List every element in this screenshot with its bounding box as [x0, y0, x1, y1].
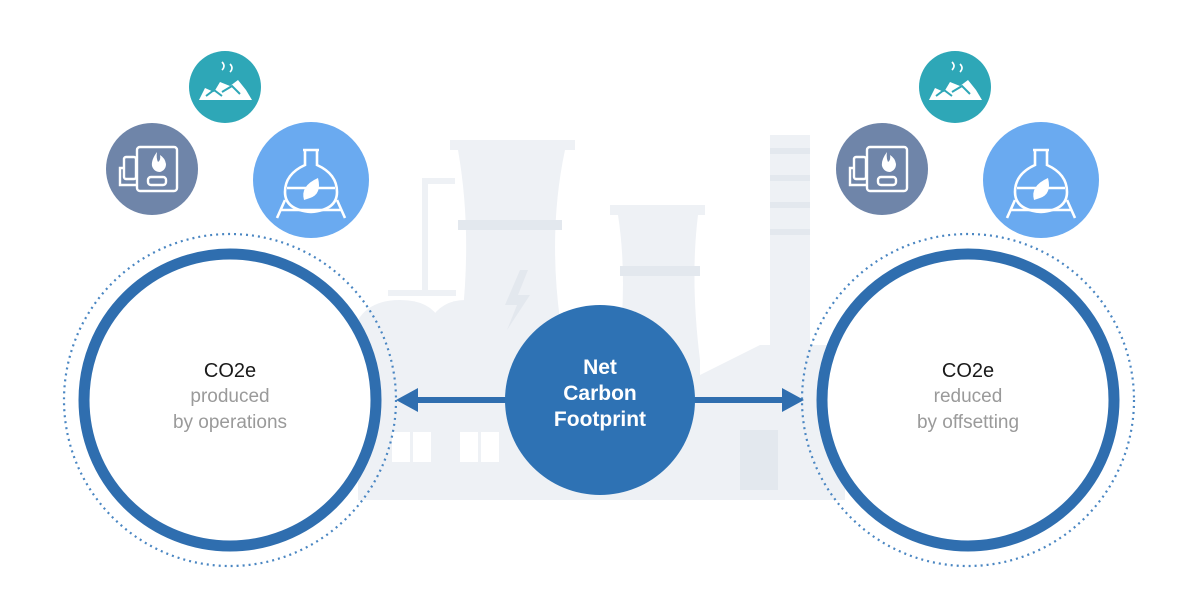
right-main-circle: [816, 248, 1120, 552]
bio-flask-icon-right: [983, 122, 1099, 238]
right-circle-title: CO2e: [941, 360, 995, 382]
center-line1: Net: [583, 356, 617, 379]
right-circle-line1: reduced: [933, 386, 1003, 407]
center-label: Net Carbon Footprint: [500, 355, 700, 433]
coal-pile-icon: [189, 51, 261, 123]
factory-windows: [392, 432, 499, 462]
right-dotted-ring: [800, 232, 1136, 568]
center-line2: Carbon: [563, 382, 637, 405]
boiler-icon-right: [836, 123, 928, 215]
right-circle-label: CO2e reduced by offsetting: [868, 358, 1068, 436]
center-circle: [505, 305, 695, 495]
left-circle-line1: produced: [190, 386, 270, 407]
left-circle-title: CO2e: [203, 360, 257, 382]
left-circle-label: CO2e produced by operations: [130, 358, 330, 436]
bio-flask-icon: [253, 122, 369, 238]
coal-pile-icon-right: [919, 51, 991, 123]
right-arrow: [688, 388, 804, 412]
left-arrow: [396, 388, 512, 412]
boiler-icon: [106, 123, 198, 215]
left-main-circle: [78, 248, 382, 552]
left-circle-line2: by operations: [172, 412, 288, 433]
factory-details: [458, 148, 810, 490]
right-circle-line2: by offsetting: [916, 412, 1020, 433]
center-line3: Footprint: [553, 408, 647, 431]
